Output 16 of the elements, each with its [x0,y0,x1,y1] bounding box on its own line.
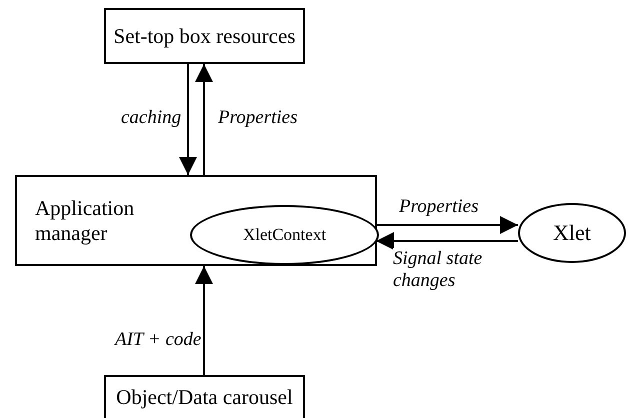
process-box [104,8,305,64]
node-label: Application manager [35,196,136,245]
node-label: XletContext [242,225,326,245]
node-label: Xlet [553,220,591,246]
arrow [195,64,213,175]
arrow [377,216,518,234]
process-box [104,375,305,418]
arrow [376,232,518,250]
arrow [195,266,213,375]
process-box [15,175,377,266]
edge-label: Properties [218,107,298,129]
edge-label: caching [121,107,182,129]
node-label: Object/Data carousel [116,385,293,410]
arrow [179,64,197,175]
edge-label: Properties [399,196,479,218]
node-label: Set-top box resources [114,24,296,48]
